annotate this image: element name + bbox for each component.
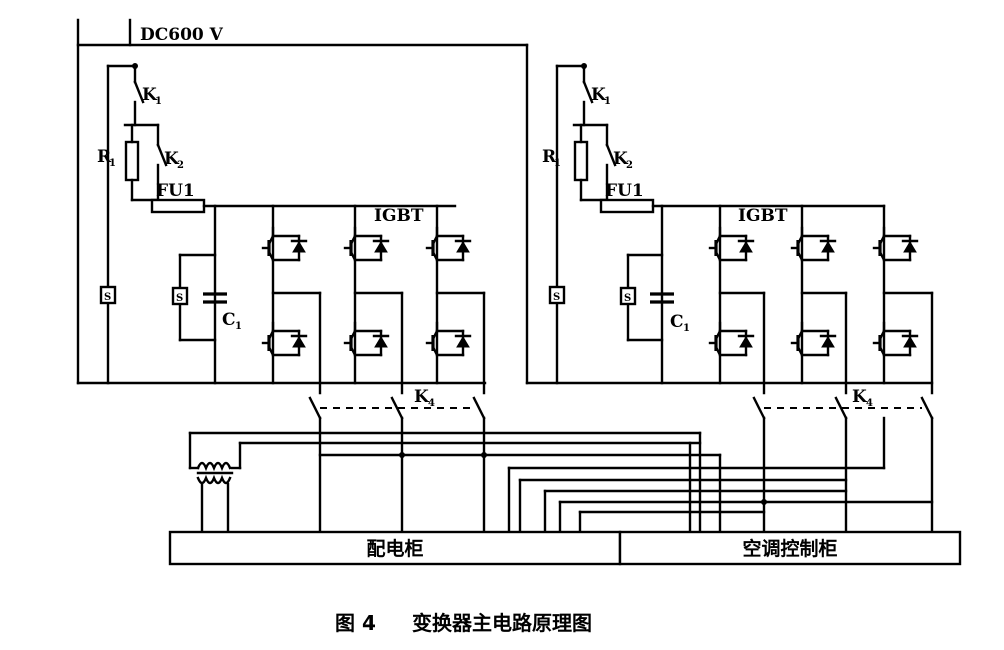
resistor-r1-right-icon xyxy=(573,140,589,182)
k1-left-sub: 1 xyxy=(155,96,162,107)
c1-left-sub: 1 xyxy=(235,321,242,332)
fu1-left-label: FU1 xyxy=(156,181,195,201)
igbt-bridge-left xyxy=(261,226,472,357)
output-wiring xyxy=(188,416,934,534)
k4-right-sub: 4 xyxy=(866,398,873,409)
r1-left-label: R xyxy=(97,147,112,167)
igbt-bridge-right xyxy=(708,226,919,357)
current-sensor-right-a-icon xyxy=(548,285,566,305)
current-sensor-left-b-icon xyxy=(171,286,189,306)
c1-right-sub: 1 xyxy=(683,323,690,334)
r1-right-sub: 1 xyxy=(554,158,561,169)
contactor-k1-right-icon xyxy=(582,80,594,104)
resistor-r1-left-icon xyxy=(124,140,140,182)
dc-supply-label: DC600 V xyxy=(140,25,224,45)
k1-right-sub: 1 xyxy=(604,96,611,107)
power-distribution-cabinet xyxy=(168,530,622,566)
k4-right-label: K xyxy=(852,387,868,407)
k2-right-sub: 2 xyxy=(626,160,633,171)
k1-right-label: K xyxy=(591,85,607,105)
figure-number: 图 4 xyxy=(335,611,376,635)
k2-right-label: K xyxy=(613,149,629,169)
dc-bus xyxy=(76,18,934,385)
current-sensor-left-a-icon xyxy=(99,285,117,305)
transformer-icon xyxy=(196,461,234,485)
igbt-right-label: IGBT xyxy=(738,206,788,226)
fuse-fu1-left-icon xyxy=(150,198,206,214)
ac-control-cabinet-label: 空调控制柜 xyxy=(742,537,837,560)
igbt-left-label: IGBT xyxy=(374,206,424,226)
k4-left-label: K xyxy=(414,387,430,407)
c1-right-label: C xyxy=(670,312,684,332)
power-distribution-cabinet-label: 配电柜 xyxy=(366,537,423,560)
contactor-k4-left-icon xyxy=(308,396,322,420)
sensor-label: S xyxy=(553,292,560,303)
figure-title: 变换器主电路原理图 xyxy=(412,611,592,635)
current-sensor-right-b-icon xyxy=(619,286,637,306)
sensor-label: S xyxy=(624,293,631,304)
k4-left-sub: 4 xyxy=(428,398,435,409)
fuse-fu1-right-icon xyxy=(599,198,655,214)
k2-left-sub: 2 xyxy=(177,160,184,171)
contactor-k2-left-icon xyxy=(156,143,168,167)
contactor-k4-right-icon xyxy=(752,396,766,420)
c1-left-label: C xyxy=(222,310,236,330)
fu1-right-label: FU1 xyxy=(605,181,644,201)
ac-control-cabinet xyxy=(618,530,962,566)
r1-left-sub: 1 xyxy=(109,158,116,169)
left-converter: S S xyxy=(99,63,486,420)
contactor-k2-right-icon xyxy=(605,143,617,167)
r1-right-label: R xyxy=(542,147,557,167)
right-converter: S S xyxy=(548,63,934,420)
k2-left-label: K xyxy=(164,149,180,169)
sensor-label: S xyxy=(176,293,183,304)
k1-left-label: K xyxy=(142,85,158,105)
contactor-k1-left-icon xyxy=(133,80,145,104)
sensor-label: S xyxy=(104,292,111,303)
